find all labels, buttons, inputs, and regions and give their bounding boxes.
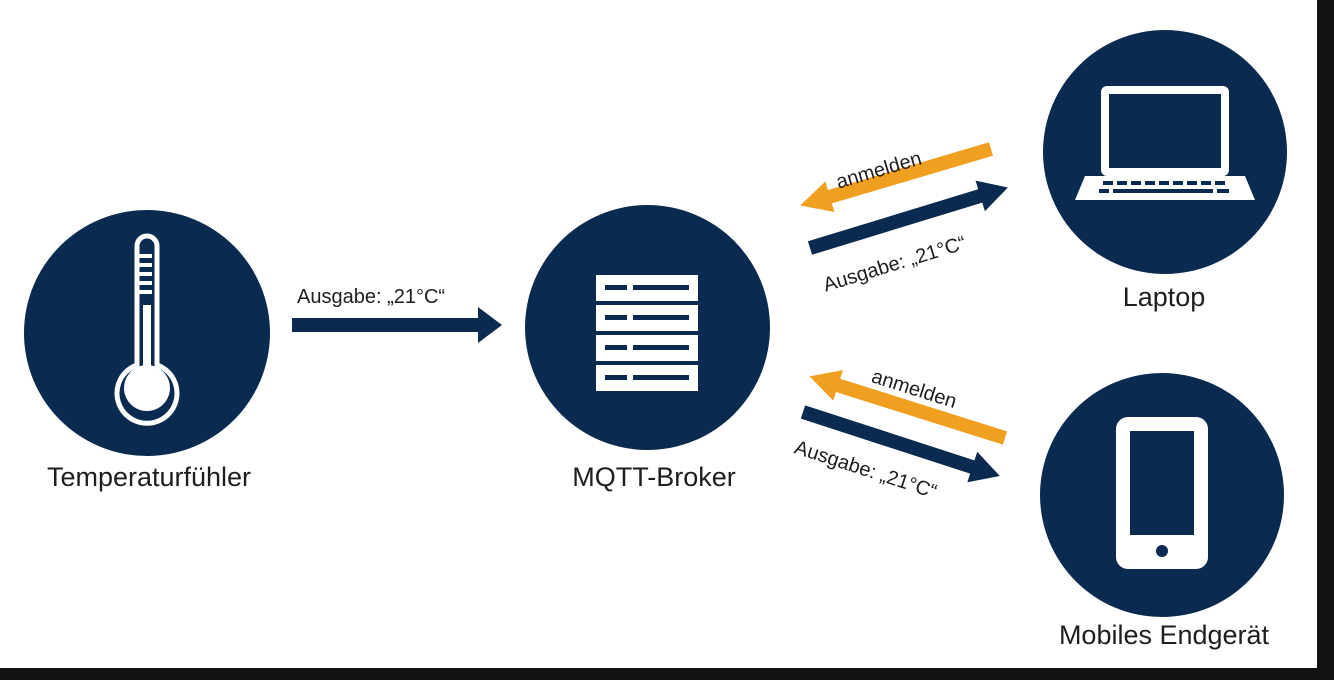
node-circle — [1040, 373, 1284, 617]
subscribe-arrow-shape — [800, 142, 993, 213]
thermometer-icon — [114, 233, 180, 426]
node-label: MQTT-Broker — [572, 462, 736, 492]
arrow-broker-to-mobile — [800, 405, 1000, 483]
arrow-sensor-to-broker — [292, 307, 502, 343]
arrow-broker-to-laptop — [807, 180, 1008, 255]
diagram-canvas: Ausgabe: „21°C“ anmelden Ausgabe: „21°C“… — [0, 0, 1317, 668]
arrow-layer — [292, 142, 1008, 483]
node-label: Laptop — [1122, 282, 1206, 312]
smartphone-icon — [1116, 417, 1208, 569]
subscribe-arrow-shape — [809, 370, 1008, 445]
laptop-icon — [1075, 86, 1255, 200]
data-arrow-shape — [800, 405, 1000, 483]
node-circle — [525, 205, 770, 450]
arrow-laptop-subscribe — [800, 142, 993, 213]
arrow-mobile-subscribe — [809, 370, 1008, 445]
node-circle — [1043, 30, 1287, 274]
node-label: Mobiles Endgerät — [1058, 620, 1270, 650]
node-circle — [24, 210, 270, 456]
server-rack-icon — [596, 275, 698, 391]
edge-label-sensor-to-broker: Ausgabe: „21°C“ — [297, 286, 446, 308]
data-arrow-shape — [292, 307, 502, 343]
node-label: Temperaturfühler — [46, 462, 252, 492]
data-arrow-shape — [807, 180, 1008, 255]
